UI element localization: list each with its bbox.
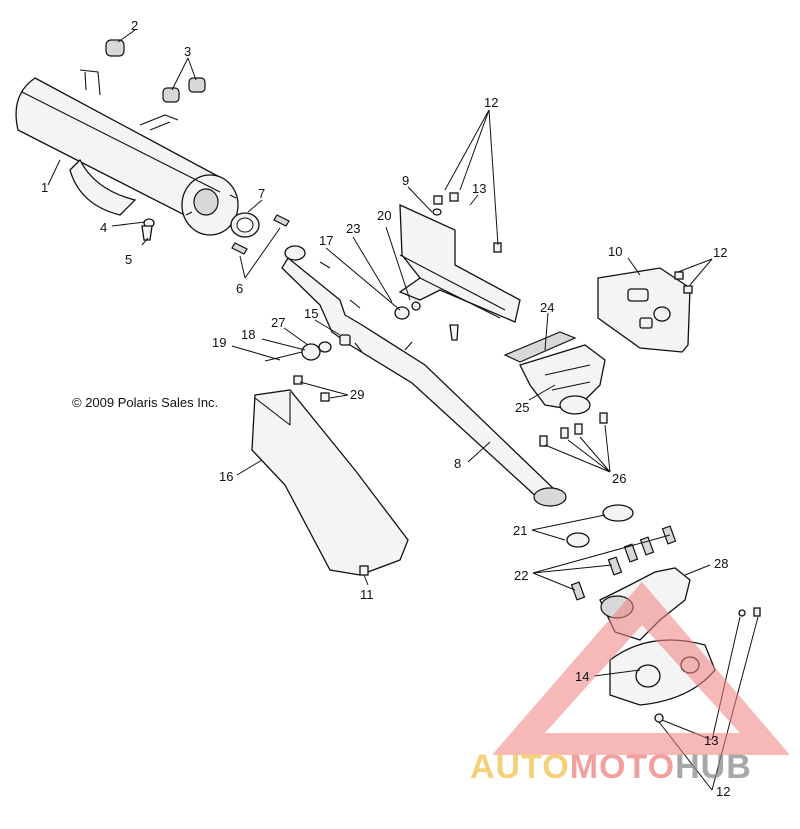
grommet-2 — [105, 39, 125, 57]
hardware-15-27-18-19-17-23-20 — [264, 301, 421, 362]
callout-28: 28 — [714, 556, 728, 571]
callout-26: 26 — [612, 471, 626, 486]
callout-14: 14 — [575, 669, 589, 684]
callout-22: 22 — [514, 568, 528, 583]
callout-11: 11 — [360, 587, 374, 602]
callout-21: 21 — [513, 523, 527, 538]
svg-text:AUTOMOTOHUB: AUTOMOTOHUB — [470, 748, 752, 786]
heat-shield-upper — [597, 267, 693, 353]
watermark-logo: AUTOMOTOHUB — [470, 582, 790, 786]
callout-13-top: 13 — [472, 181, 486, 196]
watermark-hub: HUB — [675, 748, 752, 786]
copyright-notice: © 2009 Polaris Sales Inc. — [72, 395, 218, 410]
callout-19: 19 — [212, 335, 226, 350]
callout-17: 17 — [319, 233, 333, 248]
callout-12-bottom: 12 — [716, 784, 730, 799]
callout-4: 4 — [100, 220, 107, 235]
callout-12-top: 12 — [484, 95, 498, 110]
gaskets — [566, 504, 634, 548]
head-pipe — [281, 245, 567, 507]
muffler — [15, 69, 239, 236]
callout-29: 29 — [350, 387, 364, 402]
callout-7: 7 — [258, 186, 265, 201]
callout-12-right: 12 — [713, 245, 727, 260]
callout-numbers: 2 3 1 4 5 7 6 9 12 13 10 12 17 23 20 15 … — [41, 18, 730, 799]
grommets-3 — [162, 77, 206, 103]
callout-6: 6 — [236, 281, 243, 296]
watermark-triangle — [492, 582, 790, 755]
leader-lines — [47, 29, 759, 791]
callout-13-bottom: 13 — [704, 733, 718, 748]
exhaust-manifold — [503, 331, 608, 447]
callout-3: 3 — [184, 44, 191, 59]
callout-18: 18 — [241, 327, 255, 342]
callout-10: 10 — [608, 244, 622, 259]
callout-16: 16 — [219, 469, 233, 484]
callout-2: 2 — [131, 18, 138, 33]
callout-9: 9 — [402, 173, 409, 188]
gasket-7 — [230, 212, 260, 238]
heat-shield-lower — [251, 375, 409, 576]
watermark-moto: MOTO — [570, 748, 675, 786]
callout-23: 23 — [346, 221, 360, 236]
bracket — [398, 192, 521, 341]
callout-20: 20 — [377, 208, 391, 223]
callout-5: 5 — [125, 252, 132, 267]
callout-24: 24 — [540, 300, 554, 315]
watermark-auto: AUTO — [470, 748, 570, 786]
callout-25: 25 — [515, 400, 529, 415]
callout-8: 8 — [454, 456, 461, 471]
springs-6 — [231, 214, 290, 255]
callout-27: 27 — [271, 315, 285, 330]
washer-4-bolt-5 — [141, 218, 155, 241]
callout-15: 15 — [304, 306, 318, 321]
callout-1: 1 — [41, 180, 48, 195]
